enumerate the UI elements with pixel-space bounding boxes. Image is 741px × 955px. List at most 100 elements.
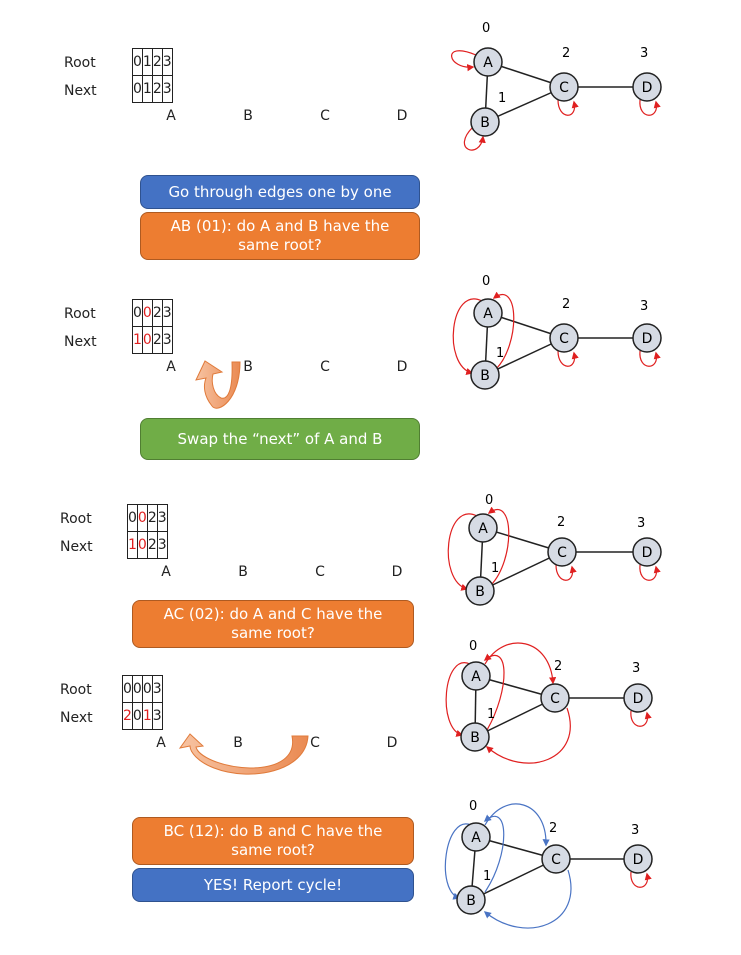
swap-next-banner: Swap the “next” of A and B (140, 418, 420, 460)
root-cell: 3 (161, 48, 173, 76)
go-through-edges-banner: Go through edges one by one (140, 175, 420, 209)
node-a: A (468, 513, 498, 543)
column-label: B (233, 735, 243, 751)
svg-text:A: A (471, 830, 481, 846)
node-d: D (623, 844, 653, 874)
next-cell-changed: 1 (127, 531, 138, 559)
next-arrow-b-to-a (487, 506, 510, 586)
node-b: B (456, 885, 486, 915)
node-number-a: 0 (482, 274, 490, 289)
next-row-label: Next (64, 334, 97, 350)
graph-step-5: A B C D 0 1 2 3 (444, 799, 653, 929)
node-d: D (632, 323, 662, 353)
next-row-label: Next (60, 710, 93, 726)
node-number-d: 3 (640, 46, 648, 61)
next-cell: 3 (161, 75, 173, 103)
node-c: C (549, 72, 579, 102)
node-number-b: 1 (483, 869, 491, 884)
svg-text:A: A (471, 669, 481, 685)
next-arrow-b-to-a (483, 653, 505, 731)
node-c: C (549, 323, 579, 353)
root-cell: 0 (132, 299, 143, 327)
column-label: B (243, 108, 253, 124)
next-cell-changed: 2 (122, 702, 133, 730)
svg-text:A: A (478, 521, 488, 537)
ab-question-banner: AB (01): do A and B have the same root? (140, 212, 420, 260)
root-cell: 0 (141, 675, 153, 703)
root-row: 0 1 2 3 (132, 48, 173, 76)
next-arrow-b-to-a (492, 291, 515, 370)
next-cell-changed: 1 (141, 702, 153, 730)
column-label: D (391, 564, 403, 580)
node-number-b: 1 (487, 707, 495, 722)
svg-text:C: C (559, 80, 569, 96)
root-next-table: 0 1 2 3 0 1 2 3 (132, 48, 173, 103)
next-cell-changed: 0 (136, 531, 148, 559)
root-cell: 2 (151, 48, 163, 76)
next-arrow-c-to-b (485, 707, 571, 764)
svg-text:B: B (475, 584, 485, 600)
root-cell: 3 (156, 504, 168, 532)
column-label: C (315, 564, 325, 580)
column-label: C (320, 359, 330, 375)
root-row-label: Root (64, 306, 96, 322)
self-loop-d (630, 710, 652, 727)
bc-question-banner: BC (12): do B and C have the same root? (132, 817, 414, 865)
next-row: 1 0 2 3 (127, 531, 168, 559)
node-number-b: 1 (498, 91, 506, 106)
node-c: C (540, 683, 570, 713)
self-loop-d (639, 564, 661, 581)
column-label: B (243, 359, 253, 375)
root-next-table: 0 0 2 3 1 0 2 3 (132, 299, 173, 354)
yes-report-cycle-banner: YES! Report cycle! (132, 868, 414, 902)
root-cell: 0 (122, 675, 133, 703)
column-label: C (320, 108, 330, 124)
next-arrow-a-to-b (452, 298, 483, 375)
next-cell: 1 (141, 75, 153, 103)
cycle-arrow-b-to-a (483, 814, 505, 893)
root-row: 0 0 0 3 (122, 675, 163, 703)
next-arrow-a-to-b (447, 513, 478, 591)
next-row: 1 0 2 3 (132, 326, 173, 354)
node-b: B (470, 107, 500, 137)
node-number-c: 2 (562, 297, 570, 312)
root-row: 0 0 2 3 (127, 504, 168, 532)
node-number-d: 3 (631, 823, 639, 838)
column-label: D (386, 735, 398, 751)
svg-text:C: C (551, 852, 561, 868)
root-cell: 0 (132, 48, 143, 76)
node-number-d: 3 (637, 516, 645, 531)
column-label: D (396, 359, 408, 375)
root-cell: 2 (151, 299, 163, 327)
graph-step-3: A B C D 0 1 2 3 (447, 493, 662, 606)
svg-text:D: D (633, 691, 644, 707)
root-next-table: 0 0 2 3 1 0 2 3 (127, 504, 168, 559)
root-cell: 3 (151, 675, 163, 703)
node-a: A (473, 47, 503, 77)
column-label: A (161, 564, 171, 580)
root-row: 0 0 2 3 (132, 299, 173, 327)
next-cell: 3 (156, 531, 168, 559)
node-number-d: 3 (640, 299, 648, 314)
svg-text:B: B (480, 115, 490, 131)
svg-text:A: A (483, 55, 493, 71)
node-number-c: 2 (549, 821, 557, 836)
root-cell: 0 (127, 504, 138, 532)
cycle-arrow-a-to-b (444, 823, 472, 900)
node-c: C (547, 537, 577, 567)
svg-text:D: D (642, 80, 653, 96)
edge-b-c (479, 551, 563, 592)
graph-step-2: A B C D 0 1 2 3 (452, 274, 662, 390)
node-a: A (461, 661, 491, 691)
self-loop-c (557, 350, 579, 367)
node-b: B (470, 360, 500, 390)
node-number-c: 2 (554, 659, 562, 674)
next-cell: 2 (151, 326, 163, 354)
svg-text:C: C (550, 691, 560, 707)
svg-text:B: B (466, 893, 476, 909)
self-loop-a (451, 50, 477, 72)
node-a: A (461, 822, 491, 852)
svg-text:D: D (633, 852, 644, 868)
column-label: D (396, 108, 408, 124)
node-number-b: 1 (496, 346, 504, 361)
